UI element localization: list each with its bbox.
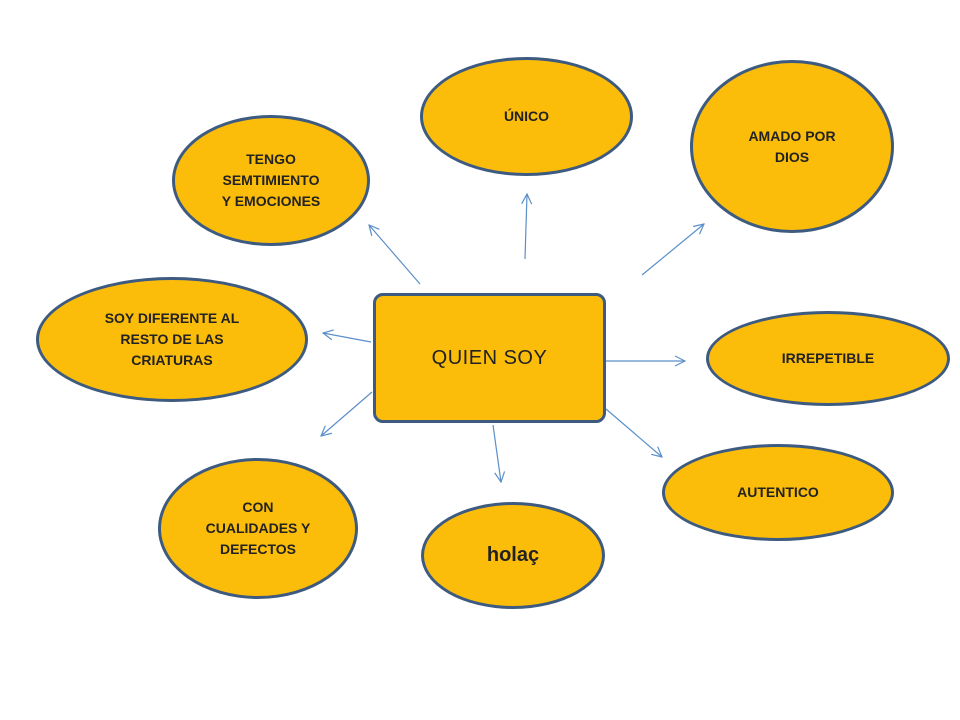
arrow-to-soy — [323, 333, 372, 343]
node-con-label: CON CUALIDADES Y DEFECTOS — [205, 499, 311, 557]
central-node: QUIEN SOY — [373, 293, 606, 423]
node-irrepetible-label: IRREPETIBLE — [781, 350, 875, 366]
node-unico-label: ÚNICO — [503, 108, 550, 124]
node-soy-diferente: SOY DIFERENTE AL RESTO DE LAS CRIATURAS — [36, 277, 308, 402]
arrow-to-con — [321, 391, 373, 436]
node-unico: ÚNICO — [420, 57, 633, 176]
arrow-to-amado — [641, 224, 704, 276]
arrow-to-tengo — [369, 225, 421, 285]
node-amado-por-dios: AMADO POR DIOS — [690, 60, 894, 233]
node-amado-label: AMADO POR DIOS — [748, 127, 836, 165]
node-tengo-label: TENGO SEMTIMIENTO Y EMOCIONES — [221, 151, 321, 209]
arrow-to-autentico — [605, 408, 662, 457]
node-soy-label: SOY DIFERENTE AL RESTO DE LAS CRIATURAS — [104, 310, 240, 368]
node-autentico: AUTENTICO — [662, 444, 894, 541]
node-irrepetible: IRREPETIBLE — [706, 311, 950, 406]
central-node-label: QUIEN SOY — [431, 346, 548, 369]
node-autentico-label: AUTENTICO — [737, 484, 819, 500]
node-holac: holaç — [421, 502, 605, 609]
arrow-to-holac — [492, 424, 501, 482]
node-cualidades-defectos: CON CUALIDADES Y DEFECTOS — [158, 458, 358, 599]
node-tengo-sentimiento: TENGO SEMTIMIENTO Y EMOCIONES — [172, 115, 370, 246]
node-holac-label: holaç — [486, 544, 540, 566]
arrow-to-unico — [525, 194, 527, 260]
